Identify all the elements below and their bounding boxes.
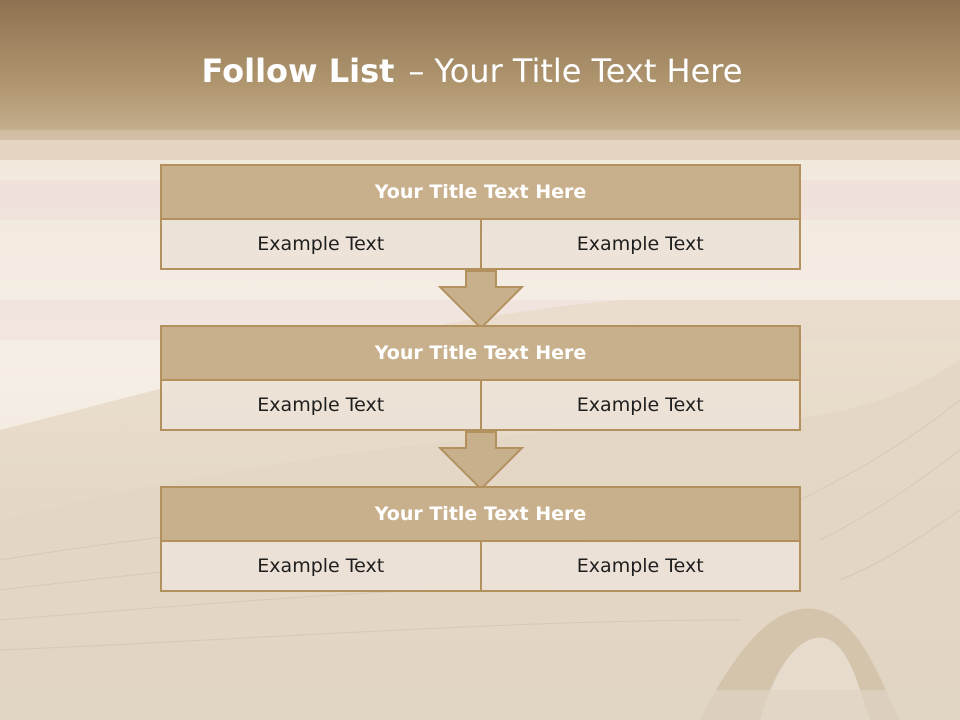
- block-cell-right: Example Text: [479, 381, 800, 429]
- list-block-2: Your Title Text Here Example Text Exampl…: [160, 325, 801, 431]
- list-block-1: Your Title Text Here Example Text Exampl…: [160, 164, 801, 270]
- down-arrow-icon: [438, 270, 524, 330]
- block-cell-left: Example Text: [257, 555, 385, 577]
- block-cell-right: Example Text: [479, 542, 800, 590]
- block-cell-left: Example Text: [257, 233, 385, 255]
- block-title: Your Title Text Here: [160, 164, 801, 220]
- down-arrow-icon: [438, 431, 524, 491]
- block-title: Your Title Text Here: [160, 325, 801, 381]
- block-cell-right: Example Text: [479, 220, 800, 268]
- block-cell-left: Example Text: [257, 394, 385, 416]
- slide-title: Follow List–Your Title Text Here: [0, 52, 944, 90]
- title-bold-part: Follow List: [201, 52, 395, 90]
- list-block-3: Your Title Text Here Example Text Exampl…: [160, 486, 801, 592]
- block-row: Example Text Example Text: [160, 220, 801, 270]
- title-rest-part: Your Title Text Here: [434, 52, 743, 90]
- block-row: Example Text Example Text: [160, 542, 801, 592]
- block-row: Example Text Example Text: [160, 381, 801, 431]
- block-title: Your Title Text Here: [160, 486, 801, 542]
- title-separator: –: [408, 52, 425, 90]
